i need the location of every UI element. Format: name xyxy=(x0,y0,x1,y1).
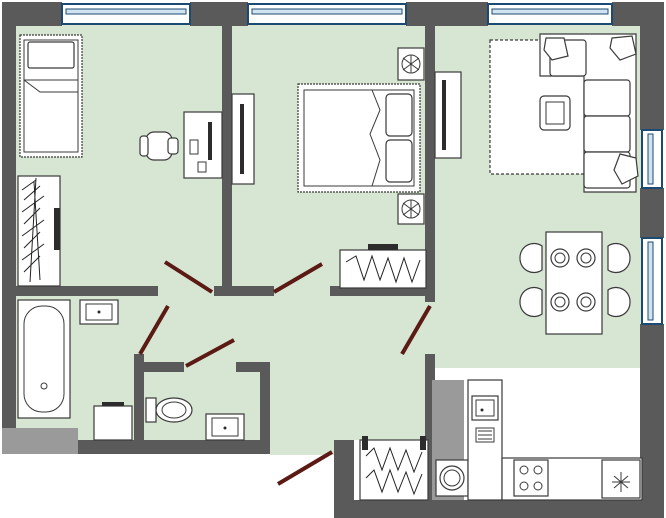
door-icon[interactable] xyxy=(272,262,324,294)
doors xyxy=(138,260,432,486)
dining-table-icon xyxy=(519,231,631,335)
bathroom xyxy=(17,299,133,441)
bed-icon xyxy=(19,34,83,158)
wall-toilet-left xyxy=(134,354,144,444)
wall-toilet-top xyxy=(134,362,184,372)
wardrobe-icon xyxy=(359,436,429,501)
wall-right xyxy=(640,188,664,238)
hallway xyxy=(359,436,429,501)
wall-kitchen-left xyxy=(425,354,435,504)
wall-left xyxy=(2,2,16,452)
interior-walls xyxy=(10,20,435,504)
sofa-icon xyxy=(539,33,639,193)
wall-bedroom-divider xyxy=(222,20,232,296)
bathtub-icon xyxy=(17,299,71,419)
window-glass xyxy=(647,133,654,185)
wardrobe-icon xyxy=(339,244,427,289)
wall-top xyxy=(190,2,248,26)
sink-icon xyxy=(471,395,499,443)
wardrobe-icon xyxy=(434,71,462,159)
living-kitchen xyxy=(432,33,643,501)
toilet-room xyxy=(145,397,245,441)
balcony-ledge xyxy=(2,428,78,454)
wall-right xyxy=(640,324,664,518)
floor xyxy=(10,20,645,455)
door-icon[interactable] xyxy=(163,260,214,294)
sink-icon xyxy=(205,413,245,441)
wall-toilet-right xyxy=(260,362,270,444)
door-icon[interactable] xyxy=(185,338,235,368)
wardrobe-icon xyxy=(17,175,61,287)
door-icon[interactable] xyxy=(276,450,334,486)
sink-icon xyxy=(79,299,119,325)
chair-icon xyxy=(139,131,179,161)
double-bed-icon xyxy=(297,83,421,193)
wall-bath-top xyxy=(10,286,158,296)
washing-machine-icon xyxy=(93,402,133,441)
wall-bottom xyxy=(334,440,354,518)
nightstand-icon xyxy=(397,193,425,225)
nightstand-icon xyxy=(397,47,425,81)
window-glass xyxy=(251,8,403,15)
toilet-icon xyxy=(145,397,193,423)
stove-icon xyxy=(513,459,549,497)
desk-icon xyxy=(183,111,223,179)
window-glass xyxy=(491,8,609,15)
wall-living-divider xyxy=(425,20,435,302)
fridge-icon xyxy=(601,459,641,499)
door-icon[interactable] xyxy=(400,304,432,356)
bedroom-left xyxy=(17,34,223,287)
window-glass xyxy=(65,8,187,15)
wall-top xyxy=(406,2,488,26)
door-icon[interactable] xyxy=(138,304,170,356)
windows xyxy=(61,3,663,325)
wardrobe-icon xyxy=(231,93,255,185)
wall-top xyxy=(2,2,62,26)
wall-hall xyxy=(330,286,432,296)
bedroom-middle xyxy=(231,47,427,289)
floor-areas xyxy=(10,20,645,455)
wall-right xyxy=(640,2,664,130)
window-glass xyxy=(647,241,654,321)
wall-hall xyxy=(214,286,274,296)
wall-toilet-top xyxy=(236,362,270,372)
wall-bottom xyxy=(340,500,664,518)
